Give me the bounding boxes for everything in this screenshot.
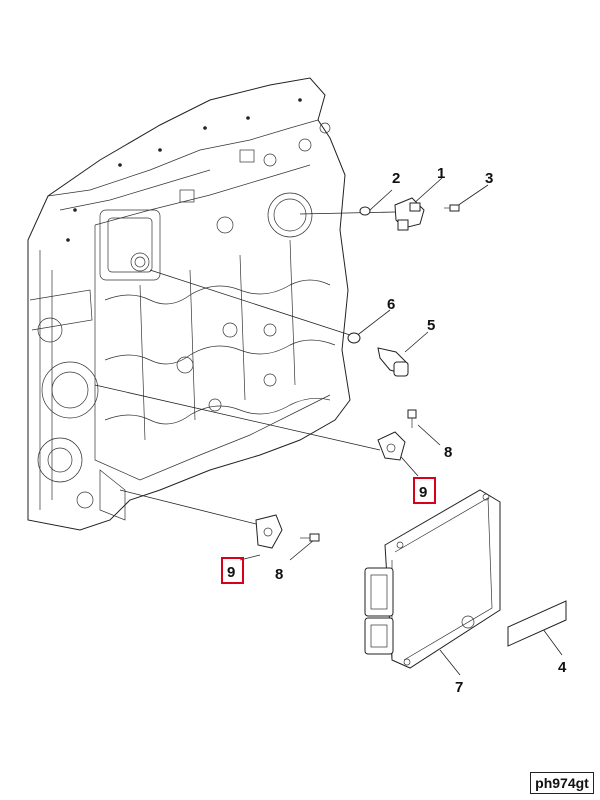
callout-9-lower: 9 xyxy=(227,564,235,581)
part-9-sensor-upper xyxy=(377,431,406,461)
highlight-box-9-lower xyxy=(221,557,244,584)
part-2-o-ring xyxy=(359,206,371,216)
document-id: ph974gt xyxy=(530,772,594,794)
callout-6: 6 xyxy=(387,296,395,313)
callout-1: 1 xyxy=(437,165,445,182)
part-1-sensor xyxy=(394,197,425,231)
highlight-box-9-upper xyxy=(413,477,436,504)
callout-4: 4 xyxy=(558,659,567,676)
callout-9-upper: 9 xyxy=(419,484,427,501)
callout-2: 2 xyxy=(392,170,400,187)
part-5-temp-sensor xyxy=(377,347,409,377)
part-3-bolt xyxy=(444,204,460,212)
callout-7: 7 xyxy=(455,679,463,696)
part-8-bolt-lower xyxy=(300,533,320,542)
part-7-ecu-module xyxy=(364,489,501,669)
engine-block xyxy=(27,77,351,531)
callout-5: 5 xyxy=(427,317,435,334)
callout-8-upper: 8 xyxy=(444,444,452,461)
part-9-sensor-lower xyxy=(255,514,283,549)
part-8-bolt-upper xyxy=(407,409,417,428)
part-4-label xyxy=(507,600,567,647)
callout-3: 3 xyxy=(485,170,493,187)
callout-8-lower: 8 xyxy=(275,566,283,583)
part-6-seal xyxy=(347,332,361,344)
